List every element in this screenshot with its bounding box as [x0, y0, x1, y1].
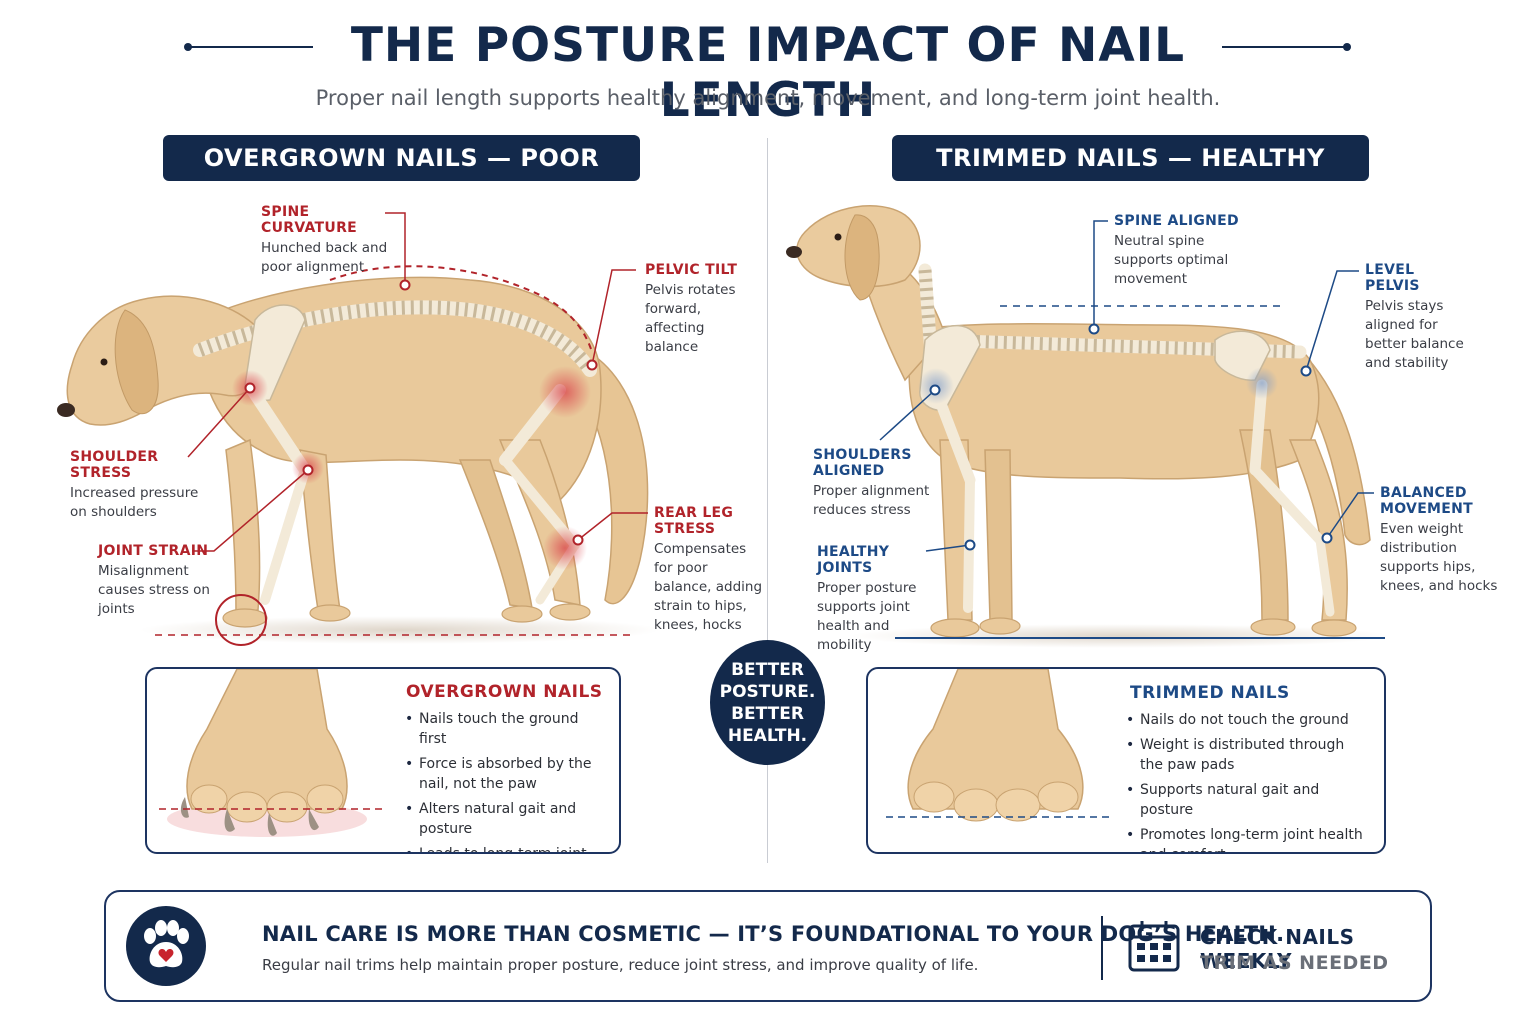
overgrown-paw-icon: [159, 669, 387, 837]
right-dog-illustration: [786, 205, 1390, 648]
list-item: Alters natural gait and posture: [405, 799, 610, 839]
page-subtitle: Proper nail length supports healthy alig…: [315, 86, 1221, 110]
check-nails-weekly: CHECK NAILS WEEKLY: [1200, 925, 1355, 973]
paw-heart-icon: [126, 906, 206, 986]
list-item: Nails do not touch the ground: [1126, 710, 1366, 730]
list-item: Supports natural gait and posture: [1126, 780, 1366, 820]
page-title: THE POSTURE IMPACT OF NAIL LENGTH: [350, 18, 1186, 128]
trimmed-nails-list: Nails do not touch the ground Weight is …: [1126, 710, 1366, 852]
banner-divider: [1101, 916, 1103, 980]
banner-headline: NAIL CARE IS MORE THAN COSMETIC — IT’S F…: [262, 922, 1285, 946]
callout-level-pelvis: LEVEL PELVIS Pelvis stays aligned for be…: [1365, 262, 1464, 371]
callout-spine-curvature: SPINE CURVATURE Hunched back and poor al…: [261, 204, 388, 275]
better-posture-badge: BETTER POSTURE. BETTER HEALTH.: [710, 640, 825, 765]
callout-rear-leg-stress: REAR LEG STRESS Compensates for poor bal…: [654, 505, 763, 633]
list-item: Leads to long-term joint stress and disc…: [405, 844, 610, 852]
callout-pelvic-tilt: PELVIC TILT Pelvis rotates forward, affe…: [645, 262, 738, 355]
right-panel-heading: TRIMMED NAILS — HEALTHY POSTURE: [892, 135, 1369, 218]
list-item: Promotes long-term joint health and comf…: [1126, 825, 1366, 852]
list-item: Weight is distributed through the paw pa…: [1126, 735, 1366, 775]
trimmed-nails-box: TRIMMED NAILS Nails do not touch the gro…: [866, 667, 1386, 854]
overgrown-nails-list: Nails touch the ground first Force is ab…: [405, 709, 610, 852]
title-row: THE POSTURE IMPACT OF NAIL LENGTH: [0, 18, 1536, 128]
callout-shoulder-stress: SHOULDER STRESS Increased pressure on sh…: [70, 449, 199, 520]
nail-care-banner: NAIL CARE IS MORE THAN COSMETIC — IT’S F…: [104, 890, 1432, 1002]
left-panel-heading: OVERGROWN NAILS — POOR POSTURE: [163, 135, 640, 218]
callout-joint-strain: JOINT STRAIN Misalignment causes stress …: [98, 543, 210, 617]
panel-divider: [767, 138, 768, 863]
banner-body: Regular nail trims help maintain proper …: [262, 956, 979, 974]
callout-healthy-joints: HEALTHY JOINTS Proper posture supports j…: [817, 544, 917, 653]
list-item: Force is absorbed by the nail, not the p…: [405, 754, 610, 794]
callout-spine-aligned: SPINE ALIGNED Neutral spine supports opt…: [1114, 213, 1239, 287]
overgrown-nails-title: OVERGROWN NAILS: [406, 682, 603, 702]
list-item: Nails touch the ground first: [405, 709, 610, 749]
trimmed-nails-title: TRIMMED NAILS: [1130, 683, 1290, 703]
trimmed-paw-icon: [886, 669, 1113, 822]
title-rule-right: [1222, 43, 1351, 51]
left-dog-illustration: [57, 212, 660, 646]
calendar-icon: [1128, 921, 1180, 972]
overgrown-nails-box: OVERGROWN NAILS Nails touch the ground f…: [145, 667, 621, 854]
callout-balanced-movement: BALANCED MOVEMENT Even weight distributi…: [1380, 485, 1498, 594]
callout-shoulders-aligned: SHOULDERS ALIGNED Proper alignment reduc…: [813, 447, 930, 518]
title-rule-left: [184, 43, 313, 51]
trim-as-needed: TRIM AS NEEDED: [1200, 952, 1389, 974]
